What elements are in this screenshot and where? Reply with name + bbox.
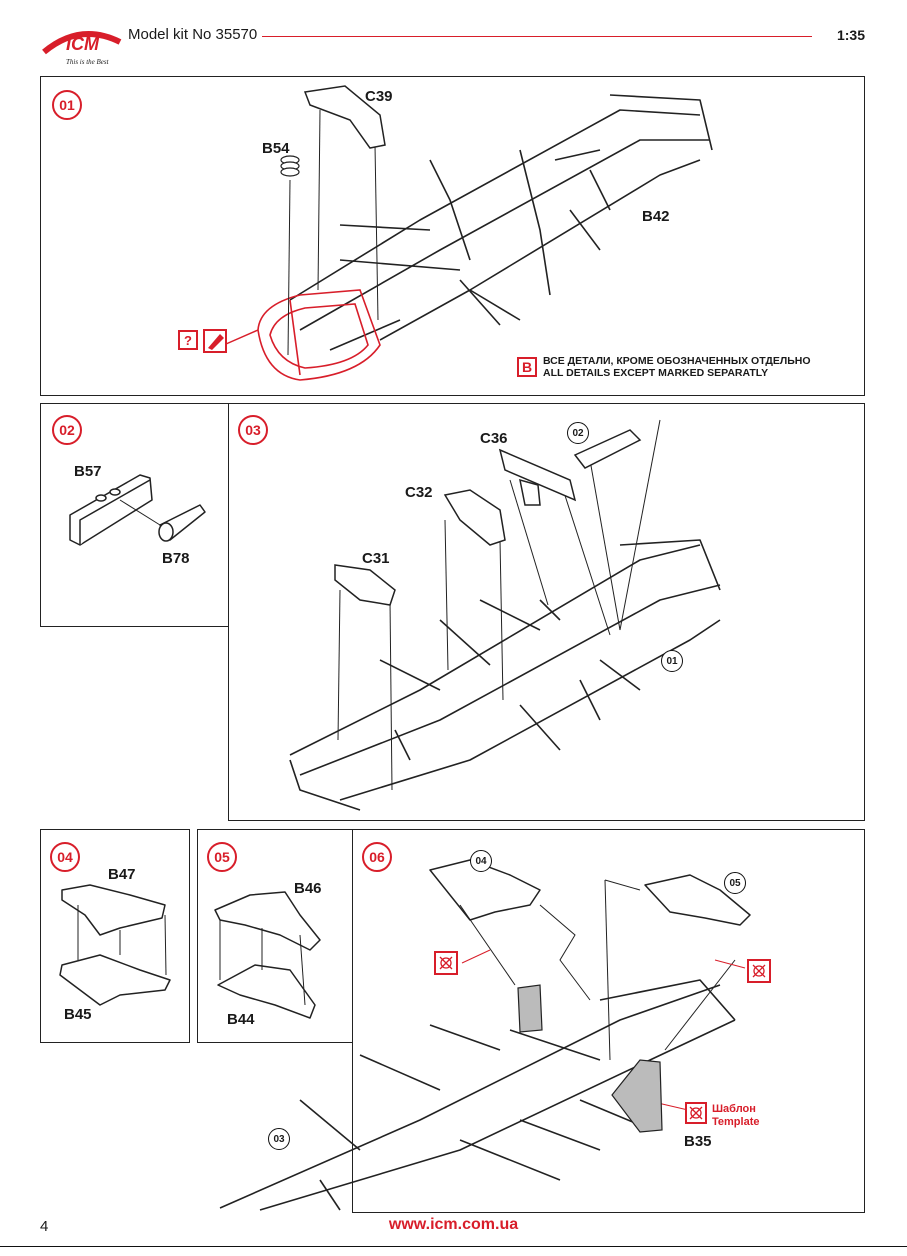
- kit-scale: 1:35: [836, 27, 865, 43]
- step-01-number: 01: [52, 90, 82, 120]
- part-c32-label: C32: [405, 484, 433, 501]
- svg-text:This is the Best: This is the Best: [66, 58, 110, 66]
- step-01-panel: [40, 76, 865, 396]
- part-c31-label: C31: [362, 550, 390, 567]
- part-b78-label: B78: [162, 550, 190, 567]
- footer-rule: [0, 1246, 907, 1247]
- step-02-drawing: [69, 474, 206, 546]
- icm-logo: ICM This is the Best: [42, 31, 122, 66]
- parts-note: B ВСЕ ДЕТАЛИ, КРОМЕ ОБОЗНАЧЕННЫХ ОТДЕЛЬН…: [517, 355, 811, 379]
- step-02-number: 02: [52, 415, 82, 445]
- ref-step-05: 05: [724, 872, 746, 894]
- website-link[interactable]: www.icm.com.ua: [388, 1216, 519, 1233]
- part-b46-label: B46: [294, 880, 322, 897]
- template-label-ru: Шаблон: [712, 1103, 756, 1115]
- note-letter-icon: B: [517, 357, 537, 377]
- note-line-ru: ВСЕ ДЕТАЛИ, КРОМЕ ОБОЗНАЧЕННЫХ ОТДЕЛЬНО: [543, 355, 811, 367]
- kit-title: Model kit No 35570: [128, 26, 258, 43]
- step-04-number: 04: [50, 842, 80, 872]
- svg-text:ICM: ICM: [66, 34, 100, 54]
- step-06-drawing: [219, 859, 771, 1211]
- template-label-en: Template: [712, 1116, 760, 1128]
- part-b54-label: B54: [262, 140, 290, 157]
- part-b42-label: B42: [642, 208, 670, 225]
- page-number: 4: [40, 1218, 49, 1235]
- step-03-drawing: [289, 419, 721, 811]
- question-icon: ?: [178, 330, 198, 350]
- ref-step-03: 03: [268, 1128, 290, 1150]
- part-c36-label: C36: [480, 430, 508, 447]
- note-line-en: ALL DETAILS EXCEPT MARKED SEPARATLY: [543, 367, 769, 379]
- part-b47-label: B47: [108, 866, 136, 883]
- step-01-drawing: [203, 85, 713, 381]
- header-rule: [262, 36, 812, 37]
- part-b45-label: B45: [64, 1006, 92, 1023]
- part-b44-label: B44: [227, 1011, 255, 1028]
- part-b35-label: B35: [684, 1133, 712, 1150]
- step-05-number: 05: [207, 842, 237, 872]
- template-label: Шаблон Template: [712, 1103, 759, 1129]
- part-c39-label: C39: [365, 88, 393, 105]
- step-06-number: 06: [362, 842, 392, 872]
- ref-step-01: 01: [661, 650, 683, 672]
- step-03-number: 03: [238, 415, 268, 445]
- ref-step-04: 04: [470, 850, 492, 872]
- step-05-drawing: [214, 891, 321, 1019]
- part-b57-label: B57: [74, 463, 102, 480]
- ref-step-02: 02: [567, 422, 589, 444]
- step-04-drawing: [59, 884, 171, 1006]
